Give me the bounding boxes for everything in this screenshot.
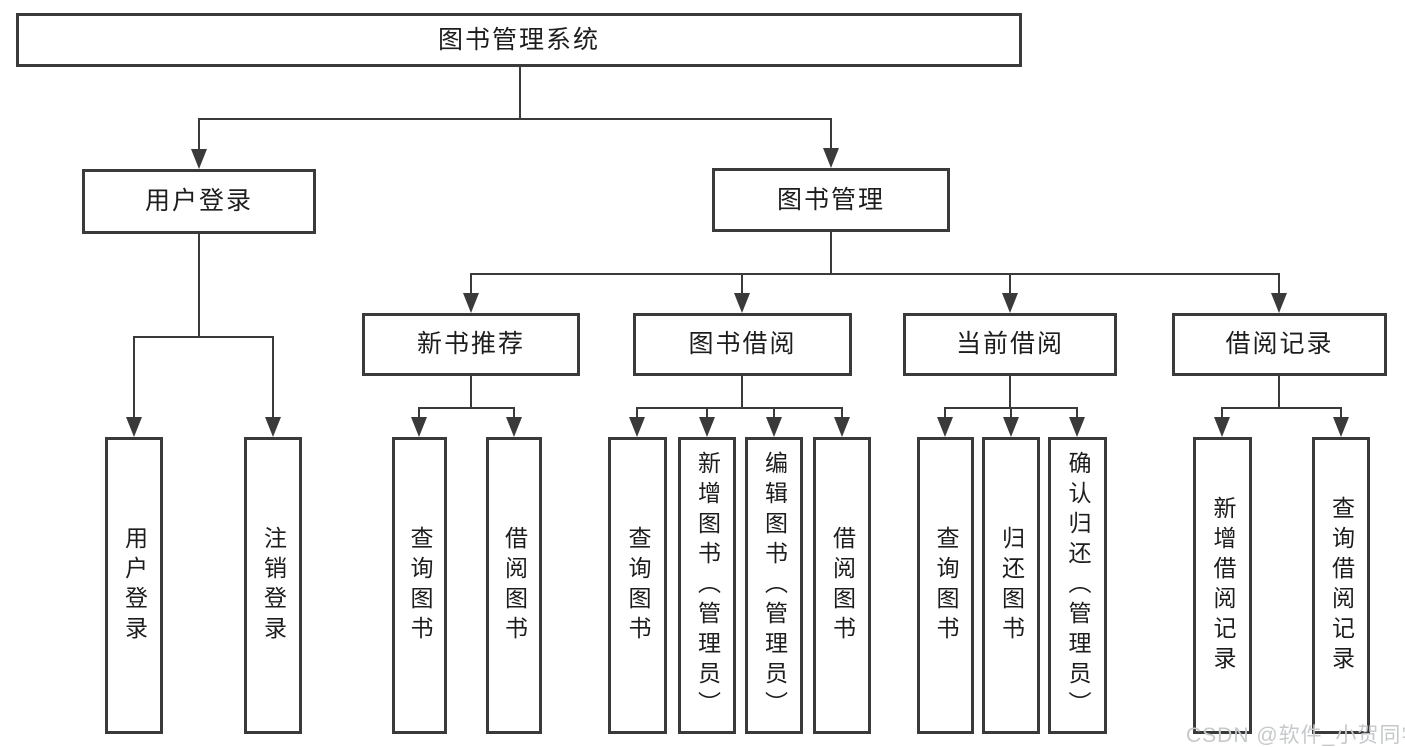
node-book-management: 图书管理 [712,168,950,232]
connector-arrowhead [126,417,142,437]
connector-arrowhead [411,417,427,437]
leaf-return-book: 归还图书 [982,437,1040,734]
connector-line [1076,407,1078,418]
connector-arrowhead [191,149,207,169]
connector-arrowhead [629,417,645,437]
node-library-system: 图书管理系统 [16,13,1022,67]
connector-line [773,407,775,418]
connector-line [470,273,472,294]
connector-line [418,407,515,409]
connector-line [272,336,274,418]
connector-line [198,118,200,150]
connector-arrowhead [766,417,782,437]
connector-line [741,376,743,409]
leaf-query-borrow-record: 查询借阅记录 [1312,437,1370,734]
connector-arrowhead [1214,417,1230,437]
connector-line [1010,407,1012,418]
leaf-user-login: 用户登录 [105,437,163,734]
leaf-add-book-admin: 新增图书（管理员） [678,437,736,734]
connector-line [944,407,946,418]
node-borrow-records: 借阅记录 [1172,313,1387,376]
connector-line [470,273,1280,275]
connector-line [1009,376,1011,409]
connector-line [470,376,472,409]
connector-line [519,67,521,118]
connector-line [706,407,708,418]
leaf-add-borrow-record: 新增借阅记录 [1193,437,1252,734]
connector-line [1278,273,1280,294]
node-book-borrowing: 图书借阅 [633,313,852,376]
connector-arrowhead [1002,293,1018,313]
connector-line [1009,273,1011,294]
connector-line [513,407,515,418]
leaf-query-book-borrowing: 查询图书 [608,437,667,734]
connector-line [198,234,200,338]
connector-arrowhead [823,148,839,168]
connector-line [418,407,420,418]
connector-arrowhead [506,417,522,437]
connector-arrowhead [734,293,750,313]
connector-arrowhead [1003,417,1019,437]
connector-arrowhead [1271,293,1287,313]
connector-line [830,232,832,275]
node-user-login: 用户登录 [82,169,316,234]
connector-arrowhead [937,417,953,437]
connector-line [1221,407,1223,418]
leaf-confirm-return-admin: 确认归还（管理员） [1048,437,1107,734]
node-new-book-recommend: 新书推荐 [362,313,580,376]
connector-line [1278,376,1280,409]
connector-line [1221,407,1342,409]
leaf-edit-book-admin: 编辑图书（管理员） [745,437,803,734]
leaf-query-book-current: 查询图书 [917,437,974,734]
connector-arrowhead [1069,417,1085,437]
connector-arrowhead [834,417,850,437]
node-current-borrowing: 当前借阅 [903,313,1117,376]
leaf-logout: 注销登录 [244,437,302,734]
connector-line [133,336,135,418]
connector-line [198,118,832,120]
connector-line [636,407,843,409]
connector-line [830,118,832,150]
connector-line [1340,407,1342,418]
connector-line [741,273,743,294]
connector-line [636,407,638,418]
leaf-query-book-recommend: 查询图书 [392,437,447,734]
connector-arrowhead [265,417,281,437]
leaf-borrow-book: 借阅图书 [813,437,871,734]
csdn-watermark: CSDN @软件_小贺同学 [1186,724,1405,747]
connector-line [133,336,274,338]
leaf-borrow-book-recommend: 借阅图书 [486,437,542,734]
connector-arrowhead [1333,417,1349,437]
connector-arrowhead [463,293,479,313]
connector-arrowhead [699,417,715,437]
connector-line [841,407,843,418]
